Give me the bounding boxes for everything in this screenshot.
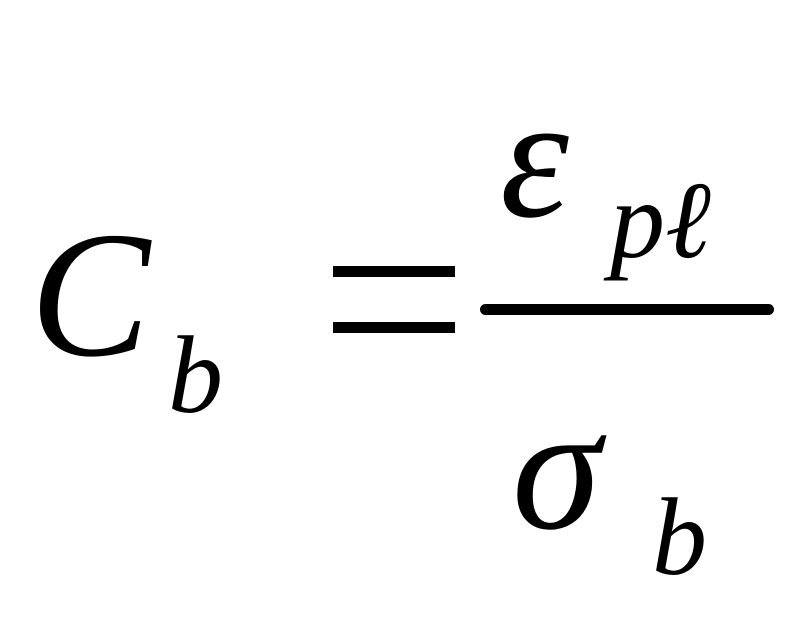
fraction-bar bbox=[480, 304, 774, 315]
numerator-symbol: ε bbox=[500, 60, 569, 254]
equals-sign-bottom-bar bbox=[333, 322, 455, 333]
denominator-symbol: σ bbox=[512, 368, 601, 567]
denominator-subscript: b bbox=[652, 476, 707, 598]
equals-sign-top-bar bbox=[333, 266, 455, 277]
lhs-subscript: b bbox=[168, 314, 223, 436]
numerator-subscript: pℓ bbox=[610, 159, 711, 281]
lhs-symbol: C bbox=[30, 195, 151, 394]
